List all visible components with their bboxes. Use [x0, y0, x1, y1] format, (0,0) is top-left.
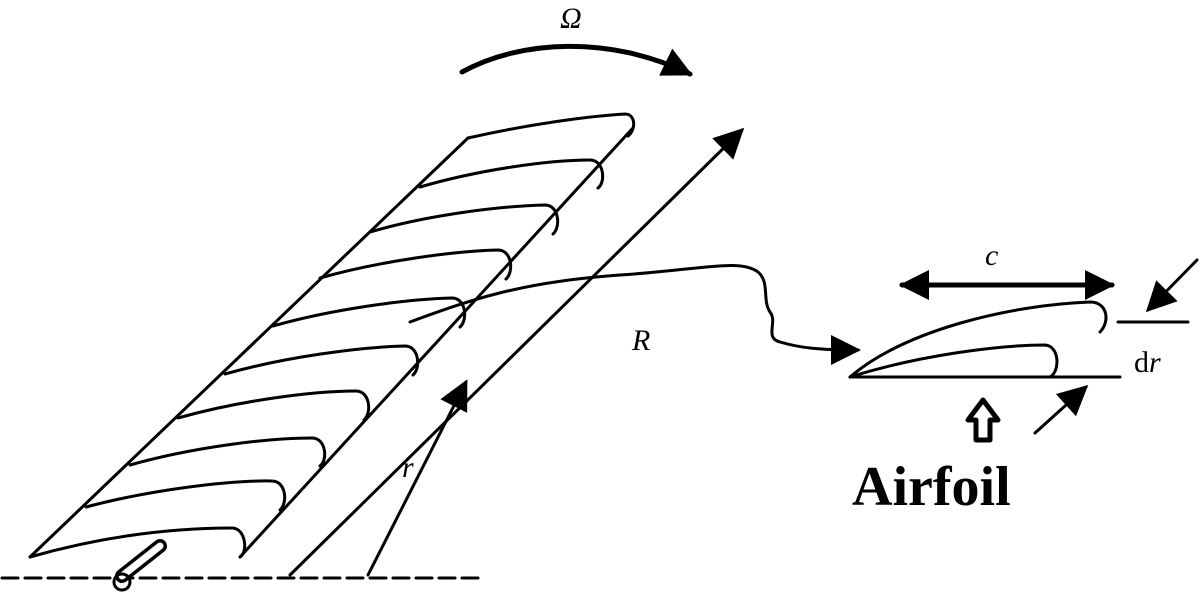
hub-pin — [112, 539, 167, 592]
dr-dimension — [1033, 258, 1199, 435]
airfoil-label: Airfoil — [852, 456, 1011, 518]
hollow-up-arrow — [965, 397, 1001, 443]
dr-label: dr — [1134, 346, 1161, 379]
airfoil-section — [848, 300, 1108, 379]
c-label: c — [985, 239, 998, 272]
r-radius-arrow — [366, 379, 468, 577]
omega-label: Ω — [560, 2, 582, 35]
element-to-airfoil-connector — [408, 264, 861, 365]
r-label: r — [402, 451, 414, 484]
omega-rotation-arrow — [459, 43, 693, 77]
R-radius-arrow — [288, 127, 745, 577]
rotor-blade — [28, 112, 636, 559]
R-label: R — [631, 324, 650, 357]
